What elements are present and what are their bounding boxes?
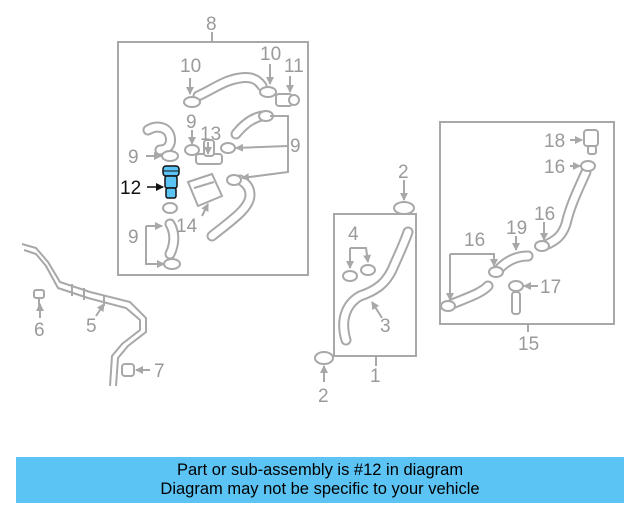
clamp: [259, 86, 277, 98]
callout-9: 9: [290, 136, 301, 157]
clamp: [360, 264, 376, 276]
hose-lower: [206, 174, 256, 242]
callout-2: 2: [318, 386, 329, 407]
clamp: [163, 258, 181, 270]
hose-left-upper: [142, 121, 176, 156]
hose-upper: [192, 72, 268, 102]
clip-7: [121, 363, 135, 377]
clamp: [184, 144, 200, 156]
hose-19: [494, 250, 534, 274]
clamp: [580, 160, 596, 172]
clamp: [314, 351, 334, 365]
callout-1: 1: [370, 366, 381, 387]
pipe-17: [511, 291, 521, 315]
fitting-11: [275, 93, 300, 107]
part-12-highlighted: [162, 165, 180, 199]
callout-16: 16: [534, 204, 555, 225]
callout-9: 9: [128, 227, 139, 248]
callout-17: 17: [540, 277, 561, 298]
callout-2: 2: [398, 162, 409, 183]
callout-7: 7: [154, 361, 165, 382]
callout-14: 14: [176, 216, 198, 237]
hose-16: [542, 166, 592, 250]
clamp: [161, 150, 179, 162]
callout-6: 6: [34, 320, 45, 341]
callout-13: 13: [200, 124, 221, 145]
clamp: [183, 96, 201, 108]
hose-3: [338, 226, 414, 346]
parts-diagram: 8: [21, 14, 615, 407]
info-banner: Part or sub-assembly is #12 in diagram D…: [16, 457, 624, 503]
clamp: [534, 240, 550, 252]
callout-9: 9: [128, 147, 139, 168]
clamp: [508, 280, 524, 292]
callout-5: 5: [86, 316, 97, 337]
callout-16: 16: [464, 230, 485, 251]
fitting-18: [583, 129, 599, 155]
callout-8: 8: [206, 14, 217, 35]
banner-line-2: Diagram may not be specific to your vehi…: [160, 480, 480, 498]
clamp: [342, 270, 358, 282]
callout-18: 18: [544, 131, 565, 152]
callout-10: 10: [180, 56, 201, 77]
callout-10: 10: [260, 44, 281, 65]
callout-4: 4: [348, 224, 359, 245]
group-15-box: [439, 121, 615, 332]
clamp: [440, 300, 456, 312]
callout-16: 16: [544, 157, 565, 178]
clamp: [220, 142, 236, 154]
hose-16b: [446, 280, 494, 310]
callout-19: 19: [506, 218, 527, 239]
callout-15: 15: [518, 334, 539, 355]
clamp: [488, 266, 504, 278]
callout-3: 3: [380, 316, 391, 337]
callout-11: 11: [284, 56, 304, 77]
bracket-14: [186, 172, 224, 208]
callout-9: 9: [186, 112, 197, 133]
clamp: [393, 201, 415, 215]
clamp: [162, 202, 178, 214]
hose-left-lower: [164, 218, 180, 260]
callout-12: 12: [120, 178, 141, 199]
clamp: [226, 174, 242, 186]
banner-line-1: Part or sub-assembly is #12 in diagram: [176, 461, 464, 479]
